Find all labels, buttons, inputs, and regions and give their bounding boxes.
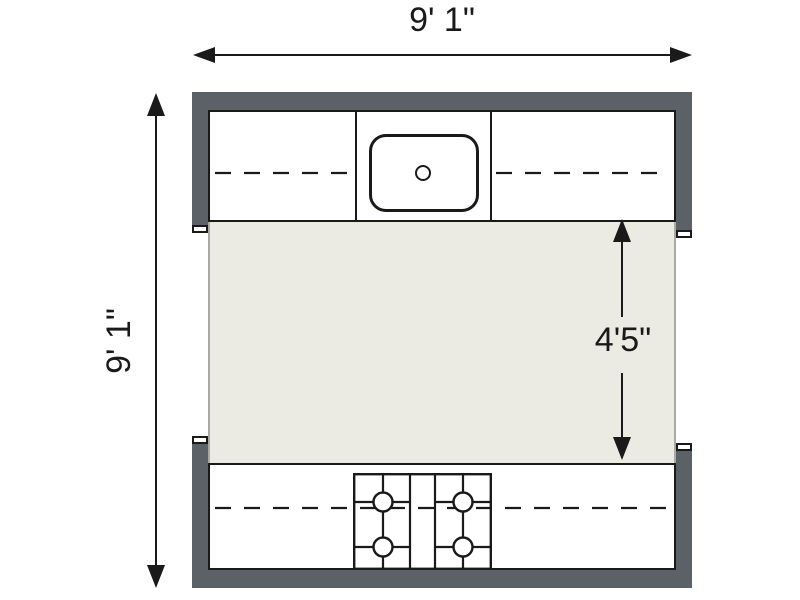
arrowhead-up-icon (147, 93, 165, 116)
sink-drain-icon (415, 165, 431, 181)
arrowhead-right-icon (670, 47, 692, 63)
aisle-arrow-line-lower (621, 373, 623, 440)
counter-centerline-dashes (215, 506, 669, 510)
opening-cap-right-bottom (676, 443, 692, 451)
dimension-height-arrow-line (155, 113, 157, 566)
wall-right-upper (676, 92, 692, 230)
wall-right-lower (676, 451, 692, 588)
wall-top (192, 92, 692, 110)
arrowhead-down-icon (147, 565, 165, 588)
upper-counter[interactable] (208, 110, 676, 222)
dimension-height-label: 9' 1" (100, 308, 138, 374)
opening-cap-left-top (192, 225, 208, 233)
counter-divider-right (490, 112, 492, 220)
arrowhead-up-icon (613, 219, 631, 242)
arrowhead-left-icon (193, 47, 215, 63)
dimension-width-arrow-line (212, 54, 674, 56)
dimension-aisle-label: 4'5" (594, 321, 652, 359)
floor-area (208, 222, 676, 463)
counter-centerline-dashes (215, 171, 669, 175)
aisle-arrow-line-upper (621, 240, 623, 317)
wall-left-upper (192, 92, 208, 225)
cooktop-icon[interactable] (353, 473, 492, 570)
counter-divider-left (355, 112, 357, 220)
lower-counter[interactable] (208, 463, 676, 570)
wall-bottom (192, 570, 692, 588)
opening-cap-left-bottom (192, 436, 208, 444)
opening-cap-right-top (676, 230, 692, 238)
dimension-width-label: 9' 1" (409, 1, 475, 39)
wall-left-lower (192, 444, 208, 588)
arrowhead-down-icon (613, 437, 631, 460)
